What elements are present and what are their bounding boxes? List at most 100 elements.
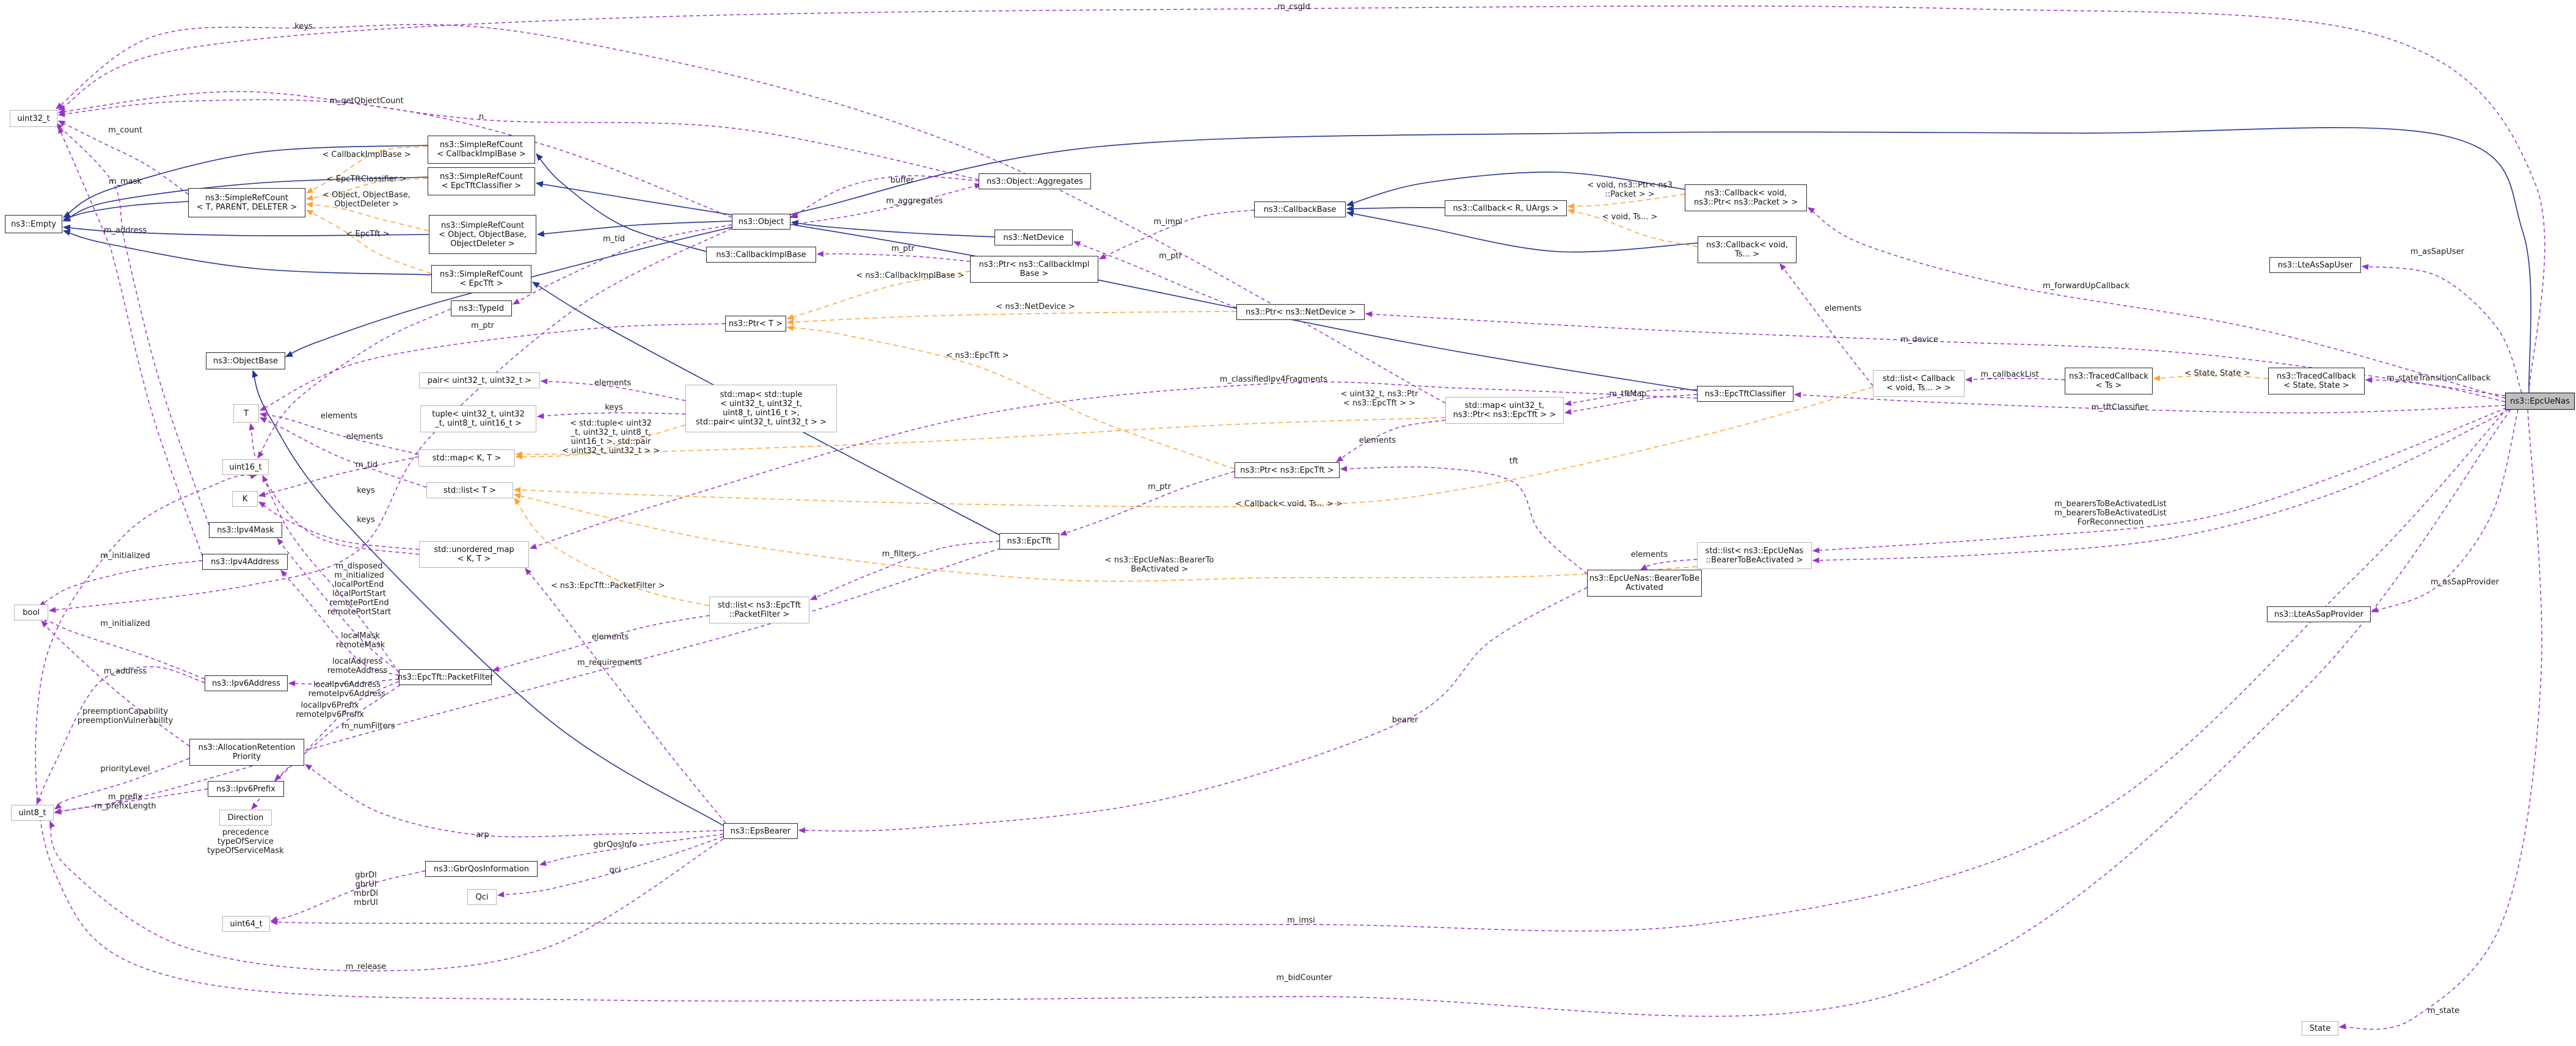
node-netdevice[interactable]: ns3::NetDevice xyxy=(994,230,1073,245)
node-src-etc[interactable]: ns3::SimpleRefCount < EpcTftClassifier > xyxy=(428,167,535,195)
edge-template-95 xyxy=(2153,375,2269,382)
edge-member-74 xyxy=(492,615,710,672)
edge-member-19 xyxy=(57,99,732,218)
edge-member-33 xyxy=(1812,409,2510,564)
node-tuple: tuple< uint32_t, uint32 _t, uint8_t, uin… xyxy=(420,405,536,432)
edge-member-73 xyxy=(809,540,1000,600)
edge-member-42 xyxy=(48,228,732,613)
node-tftclassifier[interactable]: ns3::EpcTftClassifier xyxy=(1697,386,1793,402)
edge-member-76 xyxy=(798,587,1588,834)
node-lteassapprovider[interactable]: ns3::LteAsSapProvider xyxy=(2267,606,2371,622)
edge-template-83 xyxy=(305,202,429,231)
edge-member-23 xyxy=(270,407,2508,932)
edge-member-28 xyxy=(2365,377,2506,402)
node-ptr-netdevice[interactable]: ns3::Ptr< ns3::NetDevice > xyxy=(1236,304,1365,320)
edge-member-57 xyxy=(497,836,724,898)
node-cib[interactable]: ns3::CallbackImplBase xyxy=(706,247,816,263)
edge-inheritance-15 xyxy=(1346,210,1698,253)
node-cb-packet[interactable]: ns3::Callback< void, ns3::Ptr< ns3::Pack… xyxy=(1685,184,1807,211)
node-uint32: uint32_t xyxy=(10,110,57,127)
edge-member-53 xyxy=(36,666,205,805)
edge-template-89 xyxy=(786,325,1235,470)
edge-member-38 xyxy=(1073,241,1237,308)
edge-member-26 xyxy=(2371,409,2519,612)
edge-member-66 xyxy=(536,412,686,419)
node-aggregates[interactable]: ns3::Object::Aggregates xyxy=(979,173,1091,189)
node-uint16: uint16_t xyxy=(222,459,269,475)
edge-inheritance-3 xyxy=(790,220,995,238)
node-src-obj[interactable]: ns3::SimpleRefCount < Object, ObjectBase… xyxy=(429,215,536,254)
edge-member-62 xyxy=(259,412,419,455)
edge-member-69 xyxy=(1564,394,1698,415)
edge-member-40 xyxy=(512,224,732,305)
edge-inheritance-13 xyxy=(1346,205,1445,212)
edge-template-84 xyxy=(305,209,432,274)
node-uint64: uint64_t xyxy=(222,916,270,932)
node-empty[interactable]: ns3::Empty xyxy=(5,215,62,233)
node-btba[interactable]: ns3::EpcUeNas::BearerToBe Activated xyxy=(1587,570,1702,597)
node-gbrqos[interactable]: ns3::GbrQosInformation xyxy=(425,861,538,877)
node-object[interactable]: ns3::Object xyxy=(732,214,790,230)
node-tcb-ts[interactable]: ns3::TracedCallback < Ts > xyxy=(2065,368,2153,394)
edge-member-16 xyxy=(57,120,189,195)
edge-member-77 xyxy=(1340,466,1588,575)
node-cb-r-uargs[interactable]: ns3::Callback< R, UArgs > xyxy=(1445,200,1567,216)
edge-member-60 xyxy=(270,870,426,922)
edge-template-86 xyxy=(1567,208,1698,247)
edge-inheritance-2 xyxy=(285,227,732,357)
edge-inheritance-0 xyxy=(786,127,2531,393)
node-arp-box[interactable]: ns3::AllocationRetention Priority xyxy=(189,739,304,766)
node-cb-ts[interactable]: ns3::Callback< void, Ts... > xyxy=(1698,236,1797,263)
node-qci: Qci xyxy=(467,889,497,905)
edge-member-30 xyxy=(1365,311,2506,396)
edge-member-45 xyxy=(280,570,400,676)
node-list-cb: std::list< Callback < void, Ts... > > xyxy=(1873,370,1965,397)
node-epctft[interactable]: ns3::EpcTft xyxy=(999,533,1059,550)
node-tcb-state[interactable]: ns3::TracedCallback < State, State > xyxy=(2268,368,2365,394)
node-list-t: std::list< T > xyxy=(426,482,513,498)
edge-member-61 xyxy=(258,456,419,498)
node-packetfilter[interactable]: ns3::EpcTft::PacketFilter xyxy=(398,669,493,685)
edge-inheritance-1 xyxy=(536,220,732,238)
edge-member-25 xyxy=(2338,409,2542,1030)
node-epsbearer[interactable]: ns3::EpsBearer xyxy=(723,823,798,839)
node-map-kt: std::map< K, T > xyxy=(418,449,515,467)
node-src-tpd[interactable]: ns3::SimpleRefCount < T, PARENT, DELETER… xyxy=(188,188,305,217)
node-objectbase[interactable]: ns3::ObjectBase xyxy=(206,352,285,369)
edge-member-70 xyxy=(529,381,1698,550)
edge-member-20 xyxy=(57,91,979,180)
edge-member-80 xyxy=(790,175,979,218)
edge-member-29 xyxy=(1807,207,2506,399)
edge-member-52 xyxy=(40,617,205,680)
edge-member-41 xyxy=(257,308,451,459)
edge-member-59 xyxy=(525,568,726,824)
edge-template-85 xyxy=(1567,194,1685,209)
node-ptr-cib[interactable]: ns3::Ptr< ns3::CallbackImpl Base > xyxy=(970,256,1098,283)
node-pair: pair< uint32_t, uint32_t > xyxy=(419,372,540,388)
node-callbackbase[interactable]: ns3::CallbackBase xyxy=(1254,202,1346,217)
node-epcuenas: ns3::EpcUeNas xyxy=(2505,393,2575,410)
edge-member-37 xyxy=(816,251,971,262)
node-state: State xyxy=(2302,1021,2338,1036)
edge-member-17 xyxy=(56,123,210,526)
edge-template-92 xyxy=(513,387,1874,507)
node-typeid[interactable]: ns3::TypeId xyxy=(451,300,512,316)
edge-inheritance-8 xyxy=(62,201,189,221)
node-ptr-epctft[interactable]: ns3::Ptr< ns3::EpcTft > xyxy=(1235,462,1340,478)
edge-template-94 xyxy=(514,497,710,606)
edge-inheritance-9 xyxy=(62,145,428,218)
node-ptr-t[interactable]: ns3::Ptr< T > xyxy=(725,316,786,332)
edge-inheritance-11 xyxy=(62,224,429,236)
node-ipv6addr[interactable]: ns3::Ipv6Address xyxy=(205,675,288,691)
node-ipv4addr[interactable]: ns3::Ipv4Address xyxy=(202,554,288,570)
node-src-cib[interactable]: ns3::SimpleRefCount < CallbackImplBase > xyxy=(428,136,535,164)
edge-inheritance-4 xyxy=(252,369,724,826)
node-ipv4mask[interactable]: ns3::Ipv4Mask xyxy=(209,522,282,538)
node-ipv6prefix[interactable]: ns3::Ipv6Prefix xyxy=(208,781,284,797)
edge-member-39 xyxy=(259,323,726,411)
node-direction: Direction xyxy=(219,810,272,826)
edge-member-21 xyxy=(57,5,2545,393)
node-lteassapuser[interactable]: ns3::LteAsSapUser xyxy=(2269,257,2361,273)
node-src-tft[interactable]: ns3::SimpleRefCount < EpcTft > xyxy=(431,265,531,293)
edge-member-22 xyxy=(55,24,1446,404)
